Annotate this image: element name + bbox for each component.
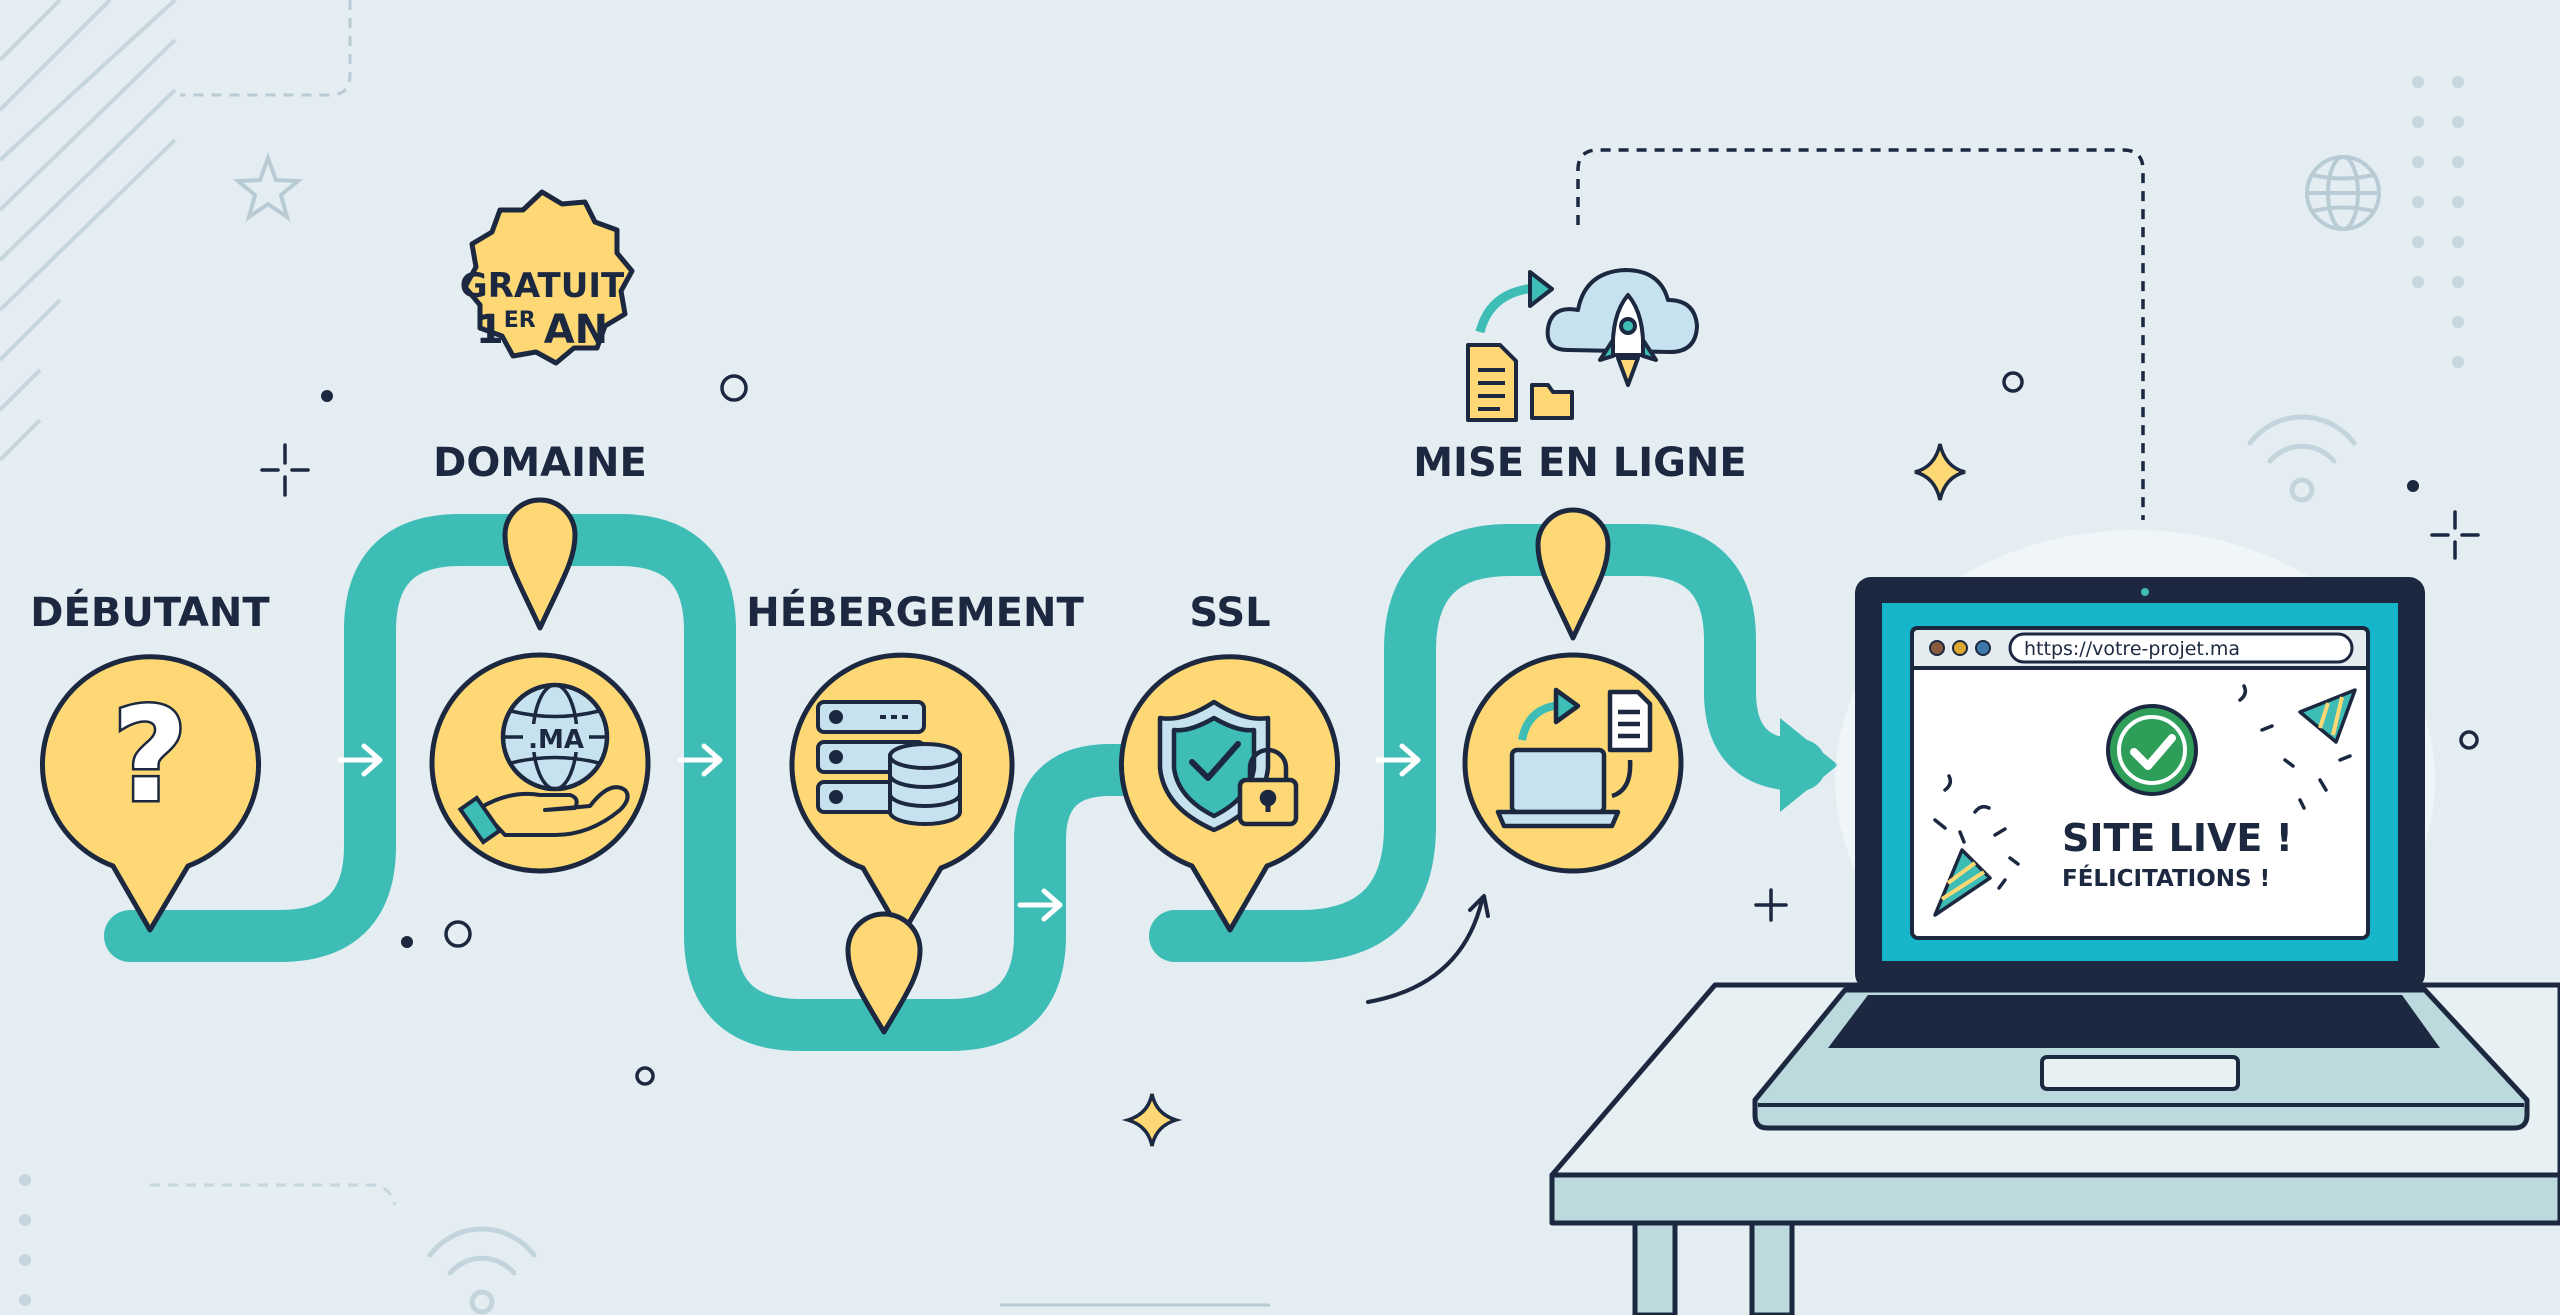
journey-path-segment-2: [1149, 524, 1826, 962]
laptop-trackpad: [2040, 1055, 2240, 1091]
window-dot-blue: [1975, 640, 1991, 656]
site-live-subtitle: FÉLICITATIONS !: [2062, 864, 2270, 892]
small-ring-decor: [444, 371, 2479, 1086]
diagonal-hatch-decor: [0, 0, 177, 462]
dashed-frame-decor: [180, 0, 352, 97]
laptop: https://votre-projet.ma SITE LIVE ! FÉLI…: [1752, 530, 2530, 1131]
small-dot-decor: [321, 390, 2419, 948]
window-dot-red: [1929, 640, 1945, 656]
laptop-upload-icon: [1495, 687, 1653, 829]
address-bar-url: https://votre-projet.ma: [2024, 638, 2240, 660]
laptop-keyboard: [1828, 995, 2440, 1048]
globe-text: .MA: [528, 725, 584, 755]
badge-line1: GRATUIT: [460, 266, 625, 306]
sparkle-icon-bottom: [1121, 1093, 1183, 1147]
star-outline-icon: [232, 152, 304, 222]
browser-window: https://votre-projet.ma SITE LIVE ! FÉLI…: [1910, 626, 2370, 940]
shield-lock-icon: [1157, 699, 1299, 833]
wifi-icon-bottom: [427, 1226, 537, 1315]
step-marker: [40, 654, 261, 933]
curved-arrow-head: [1468, 894, 1490, 918]
dot-grid-decor: [19, 76, 2464, 1306]
step-label: MISE EN LIGNE: [1413, 440, 1746, 486]
step-hebergement: HÉBERGEMENT: [746, 588, 1084, 1035]
address-bar: [2008, 632, 2354, 664]
step-ssl: SSL: [1119, 590, 1340, 933]
path-direction-arrows: [337, 743, 1421, 922]
journey-path: [104, 514, 1266, 1051]
step-label: HÉBERGEMENT: [746, 588, 1084, 636]
step-debutant: DÉBUTANT ?: [30, 588, 270, 933]
pointer-pin: [502, 497, 578, 631]
globe-icon: [2305, 155, 2381, 231]
curved-arrow-icon: [1366, 898, 1484, 1004]
pointer-pin-bottom: [845, 911, 923, 1035]
party-popper-icon-right: [2298, 688, 2357, 744]
dashed-frame-decor-bottom: [150, 1183, 397, 1206]
window-dot-yellow: [1952, 640, 1968, 656]
check-badge-icon: [2106, 704, 2198, 796]
step-mise-en-ligne: MISE EN LIGNE: [1413, 268, 1747, 874]
upload-cloud-rocket-icon: [1466, 268, 1699, 422]
journey-path-arrowhead: [1780, 718, 1838, 812]
sparkle-icon: [1914, 443, 1966, 501]
server-database-icon: [816, 700, 962, 826]
laptop-camera: [2141, 588, 2149, 596]
svg-text:?: ?: [112, 679, 187, 831]
site-live-title: SITE LIVE !: [2062, 816, 2293, 860]
pointer-pin: [1535, 507, 1611, 641]
confetti-icon: [1933, 684, 2352, 890]
dashed-connector: [1576, 148, 2145, 520]
party-popper-icon: [1933, 848, 1992, 917]
step-label: DOMAINE: [433, 440, 647, 486]
crosshair-decor: [260, 443, 2480, 922]
globe-in-hand-icon: .MA: [457, 682, 630, 845]
step-label: DÉBUTANT: [30, 588, 270, 636]
wifi-icon: [2247, 414, 2357, 503]
question-mark-icon: ?: [110, 677, 190, 834]
step-label: SSL: [1189, 590, 1270, 636]
